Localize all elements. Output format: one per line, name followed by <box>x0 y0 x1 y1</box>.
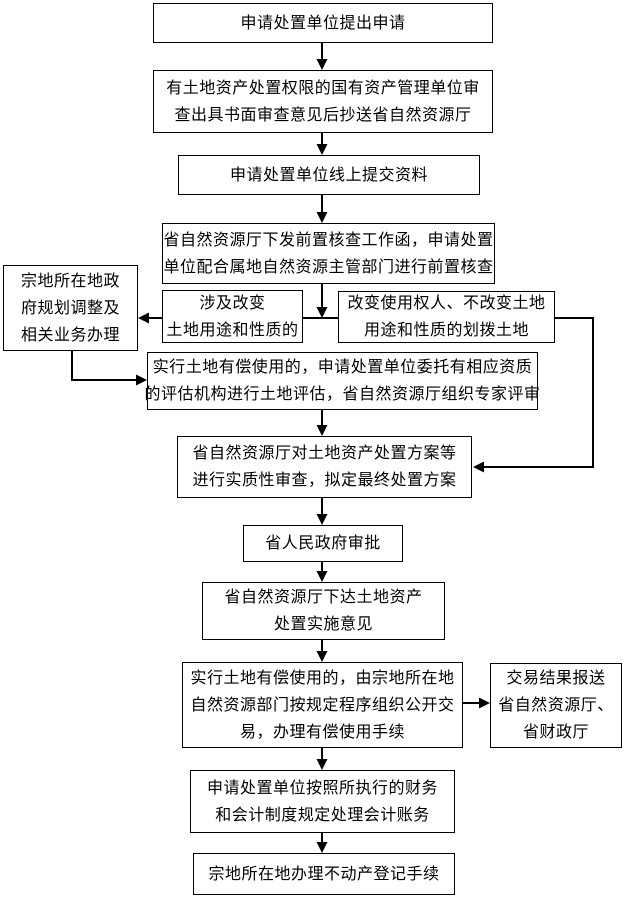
node-text-line: 实行土地有偿使用的，申请处置单位委托有相应资质 <box>152 359 533 376</box>
node-text-line: 查出具书面审查意见后抄送省自然资源厅 <box>174 106 472 124</box>
node-text-line: 府规划调整及 <box>20 299 120 317</box>
node-text-line: 实行土地有偿使用的，由宗地所在地 <box>190 669 455 687</box>
node-text-line: 自然资源部门按规定程序组织公开交 <box>190 696 455 714</box>
node-text-line: 省财政厅 <box>522 724 589 741</box>
node-text-line: 单位配合属地自然资源主管部门进行前置核查 <box>163 258 494 276</box>
node-text-line: 省自然资源厅下发前置核查工作函，申请处置 <box>163 231 494 249</box>
node-public-transaction: 实行土地有偿使用的，由宗地所在地 自然资源部门按规定程序组织公开交 易，办理有偿… <box>182 662 463 748</box>
node-implementation-opinion: 省自然资源厅下达土地资产 处置实施意见 <box>202 582 445 640</box>
arrowhead-review-to-submit <box>316 144 328 155</box>
node-text-line: 的评估机构进行土地评估，省自然资源厅组织专家评审 <box>144 386 541 403</box>
node-transaction-report: 交易结果报送 省自然资源厅、 省财政厅 <box>490 663 622 748</box>
node-text-line: 省自然资源厅对土地资产处置方案等 <box>192 445 457 462</box>
arrowhead-apply-to-review <box>316 59 328 70</box>
arrowhead-trade-to-accounting <box>316 759 328 770</box>
node-apply-request: 申请处置单位提出申请 <box>153 3 493 43</box>
arrowhead-approval-to-implementation <box>316 571 328 582</box>
node-text-line: 处置实施意见 <box>273 616 373 633</box>
node-online-submission: 申请处置单位线上提交资料 <box>178 155 480 195</box>
arrowhead-submit-to-precheck <box>316 212 328 223</box>
node-text-line: 土地用途和性质的 <box>166 321 299 339</box>
node-text-line: 进行实质性审查，拟定最终处置方案 <box>192 472 457 489</box>
node-text-line: 省人民政府审批 <box>265 535 381 552</box>
node-text-line: 申请处置单位提出申请 <box>240 14 406 32</box>
node-asset-authority-review: 有土地资产处置权限的国有资产管理单位审 查出具书面审查意见后抄送省自然资源厅 <box>153 70 493 133</box>
node-text-line: 改变使用权人、不改变土地 <box>347 295 546 312</box>
node-precheck: 省自然资源厅下发前置核查工作函，申请处置 单位配合属地自然资源主管部门进行前置核… <box>162 223 495 284</box>
arrowhead-precheck-to-branch <box>316 307 328 318</box>
arrowhead-change-to-planning <box>138 312 149 324</box>
node-land-valuation: 实行土地有偿使用的，申请处置单位委托有相应资质 的评估机构进行土地评估，省自然资… <box>144 352 541 410</box>
node-text-line: 涉及改变 <box>199 294 266 312</box>
arrowhead-trade-to-report <box>479 697 490 709</box>
node-text-line: 申请处置单位线上提交资料 <box>229 166 428 184</box>
node-property-registration: 宗地所在地办理不动产登记手续 <box>193 853 455 895</box>
arrowhead-plan-to-approval <box>316 514 328 525</box>
node-text-line: 相关业务办理 <box>20 326 120 344</box>
arrowhead-nochange-to-plan <box>473 461 484 473</box>
node-text-line: 申请处置单位按照所执行的财务 <box>206 779 438 797</box>
connector-planning-to-valuation <box>71 351 137 381</box>
node-text-line: 用途和性质的划拨土地 <box>363 322 529 339</box>
node-text-line: 宗地所在地办理不动产登记手续 <box>208 865 440 883</box>
cond-change-land-use: 涉及改变 土地用途和性质的 <box>162 290 303 343</box>
node-text-line: 和会计制度规定处理会计账务 <box>215 806 430 824</box>
cond-no-change-land-use: 改变使用权人、不改变土地 用途和性质的划拨土地 <box>338 291 555 343</box>
node-text-line: 省自然资源厅下达土地资产 <box>224 589 423 606</box>
node-accounting: 申请处置单位按照所执行的财务 和会计制度规定处理会计账务 <box>190 770 455 833</box>
node-local-gov-planning: 宗地所在地政 府规划调整及 相关业务办理 <box>3 265 138 351</box>
node-final-plan-review: 省自然资源厅对土地资产处置方案等 进行实质性审查，拟定最终处置方案 <box>177 436 472 498</box>
arrowhead-implementation-to-trade <box>316 651 328 662</box>
node-text-line: 宗地所在地政 <box>20 272 120 290</box>
node-text-line: 有土地资产处置权限的国有资产管理单位审 <box>166 79 480 97</box>
arrowhead-accounting-to-registration <box>316 842 328 853</box>
node-text-line: 易，办理有偿使用手续 <box>239 723 405 741</box>
node-text-line: 省自然资源厅、 <box>498 697 614 714</box>
node-provincial-gov-approval: 省人民政府审批 <box>243 525 403 562</box>
arrowhead-valuation-to-plan <box>316 425 328 436</box>
node-text-line: 交易结果报送 <box>506 670 606 687</box>
